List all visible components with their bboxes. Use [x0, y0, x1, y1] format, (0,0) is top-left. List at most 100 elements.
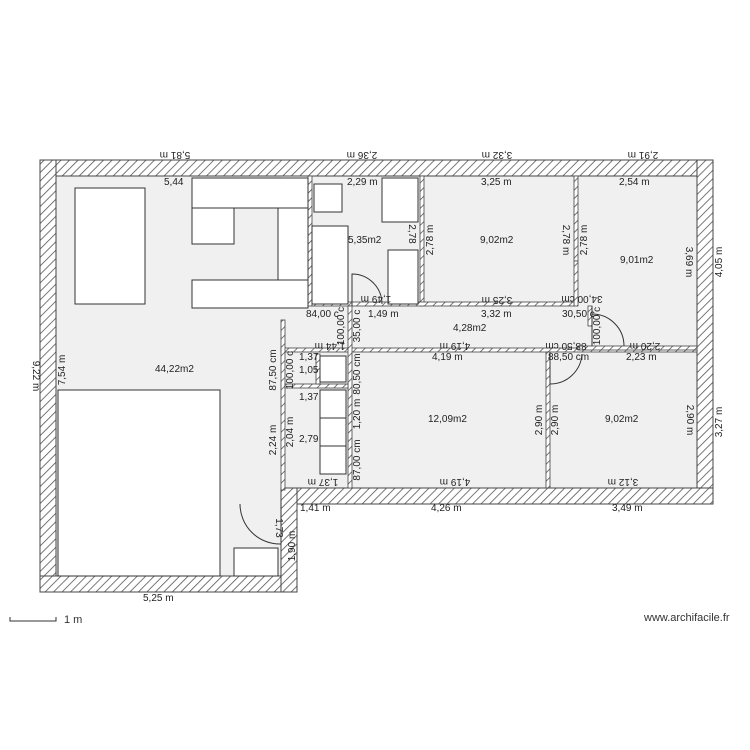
- bathtub: [311, 225, 349, 305]
- dim-325-flip: 3,25 m: [482, 294, 513, 305]
- dim-8850-flip: 88,50 cm: [545, 340, 586, 351]
- dim-525: 5,25 m: [143, 593, 174, 604]
- dim-754: 7,54 m: [57, 355, 68, 386]
- dim-r-290b: 2,90 m: [550, 405, 561, 436]
- dim-220: 2,20 m: [630, 340, 661, 351]
- dim-105: 1,05: [299, 365, 319, 376]
- wall-corridor-top: [311, 301, 575, 307]
- shelf-2: [319, 389, 347, 419]
- bed-top-right-area: 9,01m2: [620, 255, 654, 266]
- shelf-4: [319, 445, 347, 475]
- sink: [313, 183, 343, 213]
- dim-279: 2,79: [299, 434, 319, 445]
- kitchen-tall-unit: [277, 207, 309, 281]
- dim-190: 1,90 m: [287, 531, 298, 562]
- dim-426: 4,26 m: [431, 503, 462, 514]
- kitchen-counter-bottom: [191, 279, 309, 309]
- dim-141: 1,41 m: [300, 503, 331, 514]
- wall-bath-right: [419, 175, 425, 307]
- dim-in-544: 5,44: [164, 177, 184, 188]
- dim-in-254: 2,54 m: [619, 177, 650, 188]
- dim-8750: 87,50 cm: [268, 349, 279, 390]
- wall-left: [39, 159, 57, 593]
- dim-in-325: 3,25 m: [481, 177, 512, 188]
- dim-8050: 80,50 cm: [352, 353, 363, 394]
- shower: [387, 249, 419, 305]
- dim-r-278b: 2,78 m: [560, 225, 571, 256]
- dim-r-290a: 2,90 m: [534, 405, 545, 436]
- bed-bot-right-floor: [550, 352, 697, 488]
- toilet-tank: [381, 177, 419, 223]
- dim-r-369: 3,69 m: [683, 247, 694, 278]
- dim-204: 2,04 m: [285, 417, 296, 448]
- bed-top-mid-floor: [424, 176, 574, 306]
- table: [74, 187, 146, 305]
- dim-10000-b: 100,00 c: [592, 307, 603, 345]
- dim-3050: 30,50 c: [562, 309, 595, 320]
- dim-137c: 1,37 m: [308, 476, 339, 487]
- bed-bot-right-area: 9,02m2: [605, 414, 639, 425]
- wall-right: [696, 159, 714, 505]
- bed-bot-mid-area: 12,09m2: [428, 414, 467, 425]
- dim-3400: 34,00 cm: [561, 293, 602, 304]
- dim-144: 1,44 m: [315, 340, 346, 351]
- kitchen-counter-top: [191, 177, 309, 209]
- dim-120: 1,20 m: [352, 399, 363, 430]
- door-swing-bed2: [591, 306, 625, 347]
- wall-bed2-bottom: [577, 345, 698, 351]
- sofa-block: [57, 389, 221, 577]
- wall-top: [39, 159, 714, 177]
- wall-closet-right: [347, 305, 353, 489]
- wall-corridor-left: [280, 319, 286, 491]
- dim-922: 9,22 m: [30, 361, 41, 392]
- kitchen-unit: [191, 207, 235, 245]
- door-swing-bed4: [549, 352, 583, 385]
- door-swing-bath: [351, 273, 383, 306]
- dim-8700: 87,00 cm: [352, 439, 363, 480]
- cabinet: [233, 547, 279, 577]
- dim-419-flip: 4,19 m: [440, 340, 471, 351]
- shelf-3: [319, 417, 347, 447]
- door-swing-entry: [239, 500, 282, 545]
- bath-area: 5,35m2: [348, 235, 382, 246]
- bed-top-mid-area: 9,02m2: [480, 235, 514, 246]
- dim-8400: 84,00 c: [306, 309, 339, 320]
- dim-419f: 4,19 m: [440, 476, 471, 487]
- dim-100a: 100,00 c: [285, 351, 296, 389]
- wall-bottom-left: [39, 575, 298, 593]
- dim-312: 3,12 m: [608, 476, 639, 487]
- scale-label: 1 m: [64, 614, 82, 626]
- dim-137a: 1,37: [299, 352, 319, 363]
- dim-6m-flip: 1,49 m: [361, 293, 392, 304]
- dim-332: 3,32 m: [481, 309, 512, 320]
- dim-3500: 35,00 c: [352, 310, 363, 343]
- dim-149: 1,49 m: [368, 309, 399, 320]
- dim-r-278a: 2,78: [406, 224, 417, 244]
- dim-419: 4,19 m: [432, 352, 463, 363]
- wall-bottom-right: [280, 487, 714, 505]
- dim-223: 2,23 m: [626, 352, 657, 363]
- wall-bed2-left: [573, 260, 579, 307]
- bed-top-right-floor: [578, 176, 697, 346]
- living-area: 44,22m2: [155, 364, 194, 375]
- dim-top-291: 2,91 m: [628, 149, 659, 160]
- dim-r-327: 3,27 m: [714, 407, 725, 438]
- wall-bed1-right: [573, 175, 579, 262]
- bed-bot-mid-floor: [352, 352, 546, 488]
- shelf-1: [319, 355, 347, 383]
- scale-bar: [9, 617, 57, 622]
- dim-173: 1,73: [273, 518, 284, 538]
- dim-top-236: 2,36 m: [347, 149, 378, 160]
- dim-137b: 1,37: [299, 392, 319, 403]
- dim-8850: 88,50 cm: [548, 352, 589, 363]
- dim-r-290c: 2,90 m: [684, 405, 695, 436]
- dim-top-332: 3,32 m: [482, 149, 513, 160]
- dim-in-229: 2,29 m: [347, 177, 378, 188]
- wall-bed3-right: [545, 351, 551, 489]
- dim-349: 3,49 m: [612, 503, 643, 514]
- credit-text: www.archifacile.fr: [643, 612, 730, 624]
- hall-area: 4,28m2: [453, 323, 487, 334]
- dim-224: 2,24 m: [268, 425, 279, 456]
- dim-r-405: 4,05 m: [714, 247, 725, 278]
- dim-10000: 100,00 c: [336, 307, 347, 345]
